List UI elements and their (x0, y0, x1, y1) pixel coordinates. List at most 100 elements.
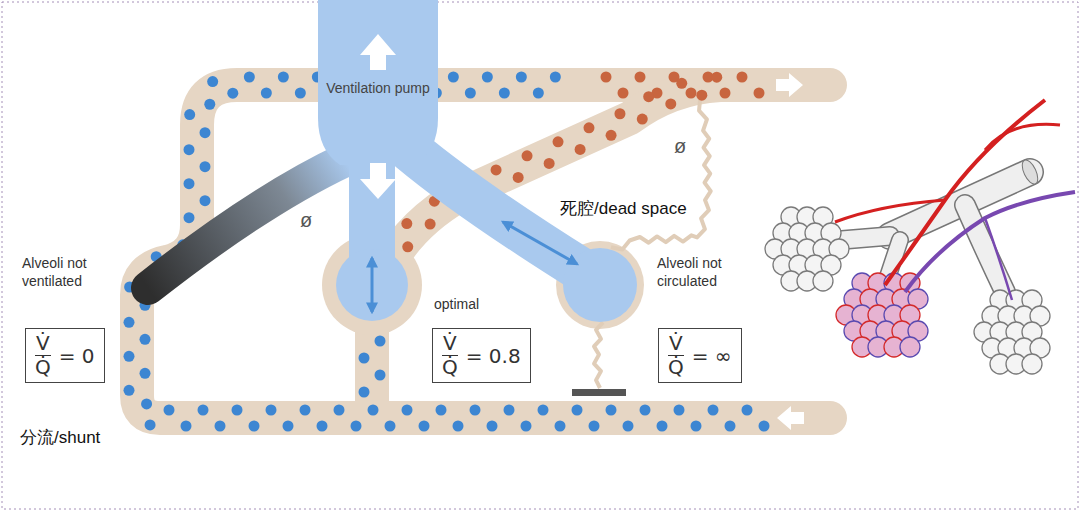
blood-cell (676, 78, 687, 89)
blood-cell (708, 405, 719, 416)
shunt-label: 分流/shunt (20, 427, 100, 448)
blood-cell (295, 88, 306, 99)
blood-cell (385, 421, 396, 432)
blood-cell (402, 405, 413, 416)
blood-cell (737, 72, 748, 83)
blood-cell (516, 72, 527, 83)
blood-cell (184, 109, 195, 120)
blood-cell (725, 421, 736, 432)
ratio-box: V̇Q̇= ∞ (658, 328, 742, 383)
blood-cell (184, 144, 195, 155)
blood-cell (572, 405, 583, 416)
air-arrow (360, 163, 396, 199)
blood-cell (589, 421, 600, 432)
blood-cell (618, 88, 629, 99)
blood-cell (550, 72, 561, 83)
perfusion-symbol: Q̇ (668, 357, 684, 378)
fraction: V̇ Q̇ (668, 333, 684, 378)
blood-cell (419, 421, 430, 432)
blood-cell (637, 114, 648, 125)
blood-cell (453, 421, 464, 432)
blood-cell (375, 336, 386, 347)
blood-cell (124, 317, 135, 328)
flow-arrow (776, 73, 803, 97)
ventilation-symbol: V̇ (669, 333, 683, 354)
blood-cell (198, 405, 209, 416)
blood-cell (470, 405, 481, 416)
blood-cell (425, 219, 436, 230)
blood-cell (504, 405, 515, 416)
ratio-value: = 0.8 (466, 344, 521, 368)
blood-cell (227, 88, 238, 99)
blood-cell (522, 150, 533, 161)
blood-cell (244, 72, 255, 83)
blood-cell (606, 405, 617, 416)
blood-cell (140, 334, 151, 345)
blood-cell (601, 72, 612, 83)
blood-cell (124, 385, 135, 396)
alveoli-label: Alveoli not circulated (657, 255, 749, 290)
blood-cells (124, 72, 770, 432)
blood-cell (686, 88, 697, 99)
flow-arrow (777, 406, 804, 430)
blood-cell (266, 405, 277, 416)
ratio-box: V̇Q̇ = 0.8 (432, 328, 531, 383)
blood-cell (215, 421, 226, 432)
blood-cell (640, 405, 651, 416)
blood-cell (200, 161, 211, 172)
fraction-bar (668, 355, 684, 356)
gas-exchange-arrow (371, 258, 374, 312)
blood-cell (553, 136, 564, 147)
blood-cell (351, 421, 362, 432)
alveoli-label: Alveoli not ventilated (22, 255, 104, 290)
ventilation-symbol: V̇ (36, 333, 50, 354)
blocked-symbol: ø (672, 134, 688, 159)
blood-cell (184, 212, 195, 223)
alveoli-illustration (765, 100, 1075, 374)
blood-cell (759, 421, 770, 432)
vessel-block (572, 389, 626, 396)
alveolus (336, 249, 408, 321)
blood-cell (538, 405, 549, 416)
ratio-value: = 0 (59, 344, 95, 368)
blood-cell (533, 88, 544, 99)
blood-cell (491, 164, 502, 175)
ventilation-trunk (318, 0, 438, 165)
blood-cell (278, 72, 289, 83)
capillary-ring (322, 235, 422, 335)
blood-cell (401, 218, 412, 229)
blood-cell (184, 178, 195, 189)
blood-cell (334, 405, 345, 416)
blood-cell (402, 241, 413, 252)
blood-cell (754, 88, 765, 99)
blood-cell (555, 421, 566, 432)
fraction-bar (35, 355, 51, 356)
blood-cell (665, 98, 676, 109)
blood-cell (204, 99, 215, 110)
blood-cell (448, 72, 459, 83)
blood-cell (207, 76, 218, 87)
blood-cell (635, 72, 646, 83)
blood-cell (140, 368, 151, 379)
ratio-box: V̇ Q̇ = 0 (25, 328, 105, 383)
fraction: V̇Q̇ (442, 333, 458, 378)
blood-cell (359, 387, 370, 398)
blood-cell (499, 88, 510, 99)
blood-cell (249, 421, 260, 432)
gas-exchange-arrow (503, 222, 577, 264)
blood-cell (711, 72, 722, 83)
blood-cell (465, 88, 476, 99)
blood-cell (145, 419, 156, 430)
blood-cell (742, 405, 753, 416)
blood-cell (513, 172, 524, 183)
perfusion-symbol: Q̇ (35, 357, 51, 378)
blood-cell (359, 353, 370, 364)
blood-cell (164, 405, 175, 416)
fraction-bar (442, 355, 458, 356)
blood-cell (317, 421, 328, 432)
blood-cell (200, 195, 211, 206)
blocked-symbol: ø (298, 208, 314, 233)
blood-cell (200, 127, 211, 138)
